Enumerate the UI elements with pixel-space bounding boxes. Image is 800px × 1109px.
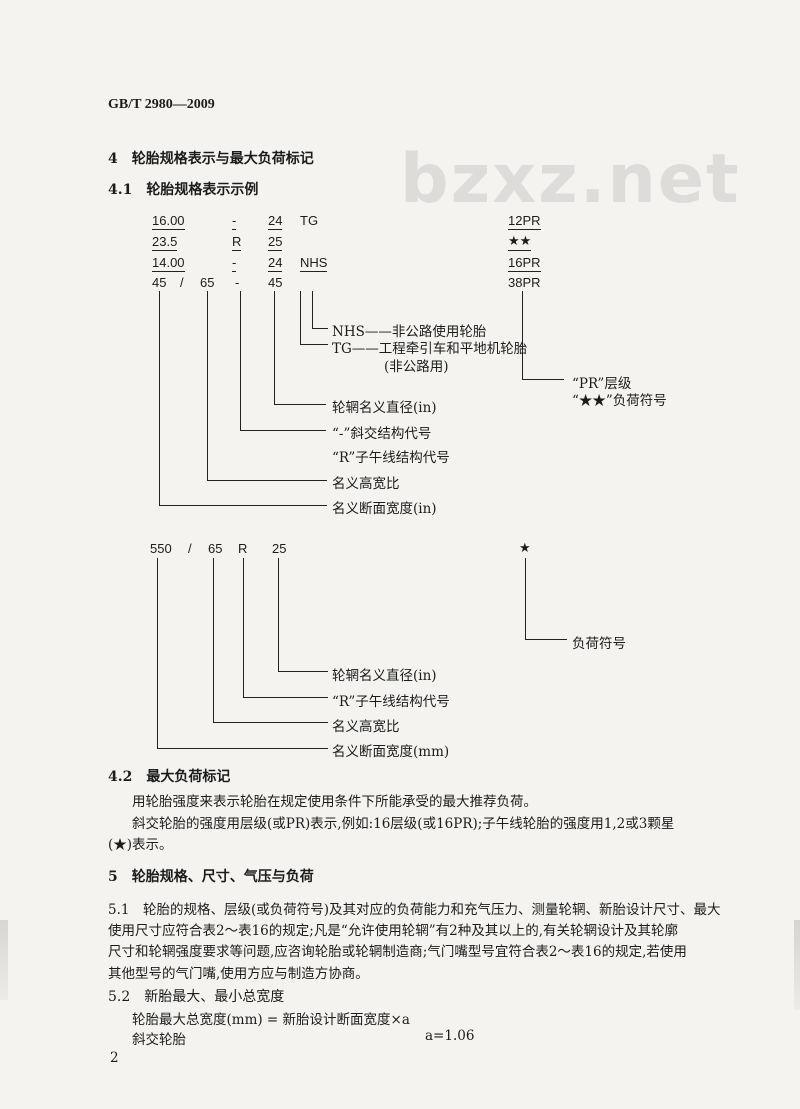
spec-cell: NHS <box>300 255 328 272</box>
paragraph: 斜交轮胎的强度用层级(或PR)表示,例如:16层级(或16PR);子午线轮胎的强… <box>132 816 675 832</box>
spec-cell: 16PR <box>508 255 541 272</box>
spec-cell: 38PR <box>508 275 541 290</box>
spec-cell: 65 <box>200 275 215 290</box>
spec-cell: - <box>232 213 237 230</box>
spec-cell: - <box>232 255 237 272</box>
paragraph: 使用尺寸应符合表2～表16的规定;凡是“允许使用轮辋”有2种及其以上的,有关轮辋… <box>108 923 678 939</box>
label-bias: “-”斜交结构代号 <box>332 426 432 442</box>
spec-cell: 14.00 <box>152 255 185 272</box>
label-radial: “R”子午线结构代号 <box>332 450 450 466</box>
paragraph: 用轮胎强度来表示轮胎在规定使用条件下所能承受的最大推荐负荷。 <box>132 794 537 810</box>
spec-cell: 16.00 <box>152 213 185 230</box>
bias-tire-value: a=1.06 <box>425 1028 475 1044</box>
spec-cell: R <box>232 234 242 251</box>
paragraph: 其他型号的气门嘴,使用方应与制造方协商。 <box>108 966 369 982</box>
spec-cell: 25 <box>268 234 283 251</box>
section-5-title: 5 轮胎规格、尺寸、气压与负荷 <box>108 869 314 885</box>
label-rim: 轮辋名义直径(in) <box>332 668 437 684</box>
spec-cell: R <box>238 541 248 556</box>
label-nhs: NHS——非公路使用轮胎 <box>332 324 487 340</box>
label-pr: “PR”层级 <box>572 376 632 392</box>
paragraph: 尺寸和轮辋强度要求等问题,应咨询轮胎或轮辋制造商;气门嘴型号宜符合表2～表16的… <box>108 944 687 960</box>
label-width: 名义断面宽度(mm) <box>332 744 450 760</box>
spec-cell: 45 <box>268 275 283 290</box>
star-symbol: ★ <box>519 540 531 555</box>
section-5-2-title: 5.2 新胎最大、最小总宽度 <box>108 989 285 1005</box>
spec-cell: TG <box>300 213 319 228</box>
paragraph: 5.1 轮胎的规格、层级(或负荷符号)及其对应的负荷能力和充气压力、测量轮辋、新… <box>108 902 721 918</box>
label-tg: TG——工程牵引车和平地机轮胎 <box>332 341 528 357</box>
section-4-2-title: 4.2 最大负荷标记 <box>108 769 231 785</box>
section-4-1-title: 4.1 轮胎规格表示示例 <box>108 182 259 198</box>
spec-cell: 23.5 <box>152 234 178 251</box>
spec-cell: - <box>235 275 240 290</box>
bias-tire-label: 斜交轮胎 <box>132 1032 186 1048</box>
spec-cell: 24 <box>268 255 283 272</box>
spec-cell: 12PR <box>508 213 541 230</box>
spec-cell: / <box>188 541 192 556</box>
label-star: “★★”负荷符号 <box>572 393 667 409</box>
label-ratio: 名义高宽比 <box>332 719 400 735</box>
label-tg-note: (非公路用) <box>384 359 449 375</box>
section-4-title: 4 轮胎规格表示与最大负荷标记 <box>108 151 314 167</box>
spec-cell: 24 <box>268 213 283 230</box>
label-width: 名义断面宽度(in) <box>332 501 437 517</box>
paragraph: (★)表示。 <box>108 837 173 853</box>
label-ratio: 名义高宽比 <box>332 476 400 492</box>
watermark: bzxz.net <box>400 140 741 219</box>
spec-cell: 65 <box>208 541 223 556</box>
star-symbol: ★★ <box>508 233 532 251</box>
page-number: 2 <box>110 1050 119 1066</box>
label-load: 负荷符号 <box>572 636 626 652</box>
spec-cell: 25 <box>272 541 287 556</box>
label-rim: 轮辋名义直径(in) <box>332 400 437 416</box>
label-radial: “R”子午线结构代号 <box>332 694 450 710</box>
spec-cell: 45 <box>152 275 167 290</box>
standard-number: GB/T 2980—2009 <box>108 97 215 112</box>
spec-cell: / <box>180 275 184 290</box>
spec-cell: 550 <box>150 541 172 556</box>
formula: 轮胎最大总宽度(mm) = 新胎设计断面宽度×a <box>132 1012 410 1028</box>
